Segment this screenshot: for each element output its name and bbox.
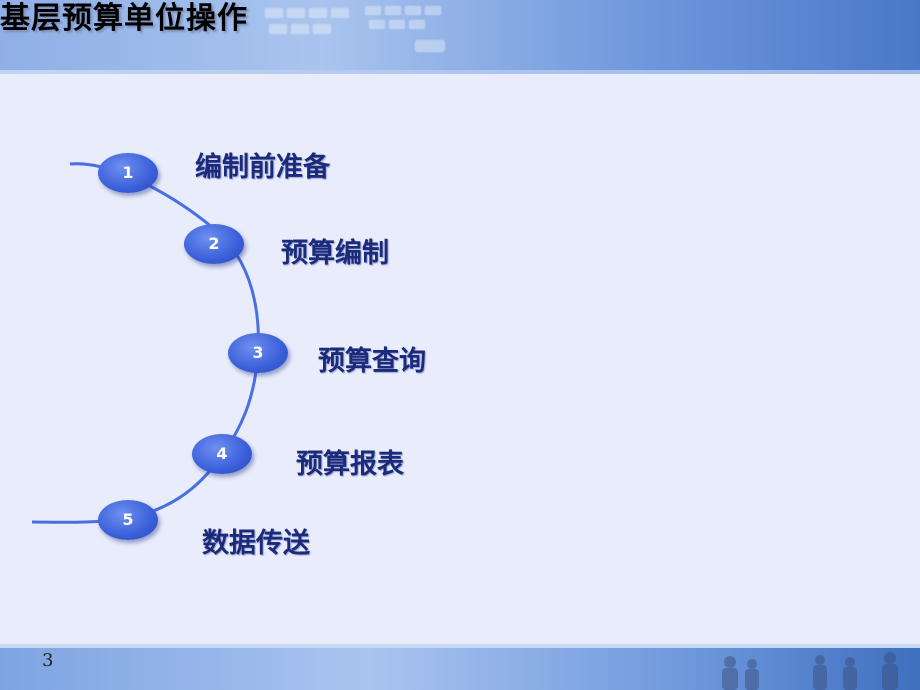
step-3-badge[interactable]: 3: [228, 333, 288, 373]
step-2-badge[interactable]: 2: [184, 224, 244, 264]
keyboard-image: [264, 5, 446, 53]
step-4-label[interactable]: 预算报表: [296, 449, 404, 480]
slide-title: 基层预算单位操作: [0, 1, 248, 36]
footer-divider: [0, 644, 920, 648]
step-5-label[interactable]: 数据传送: [202, 528, 310, 559]
step-5-number: 5: [122, 510, 134, 529]
step-2-number: 2: [208, 234, 220, 253]
step-1-label[interactable]: 编制前准备: [195, 152, 330, 183]
step-4-number: 4: [216, 444, 228, 463]
step-1-number: 1: [122, 163, 134, 182]
header-banner: 基层预算单位操作: [0, 0, 920, 74]
step-4-badge[interactable]: 4: [192, 434, 252, 474]
page-number: 3: [42, 650, 54, 671]
step-3-label[interactable]: 预算查询: [318, 346, 426, 377]
step-1-badge[interactable]: 1: [98, 153, 158, 193]
header-divider: [0, 70, 920, 74]
step-2-label[interactable]: 预算编制: [281, 238, 389, 269]
footer-banner: [0, 644, 920, 690]
step-5-badge[interactable]: 5: [98, 500, 158, 540]
step-3-number: 3: [252, 343, 264, 362]
people-photo: [722, 652, 898, 690]
